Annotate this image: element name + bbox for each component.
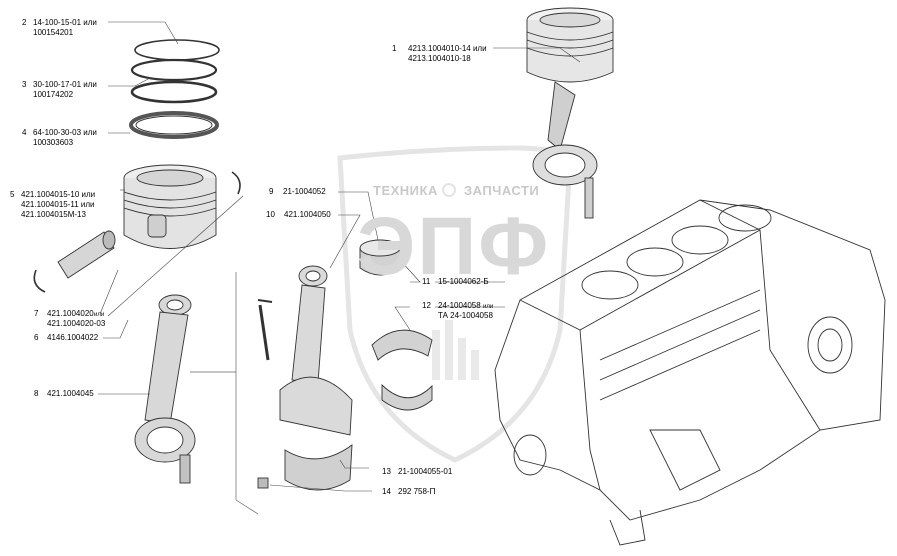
part-5-code-1: 421.1004015-10 или bbox=[21, 190, 96, 199]
part-12-code-2: ТА 24-1004058 bbox=[438, 311, 493, 320]
connecting-rod-10 bbox=[257, 265, 353, 491]
piston-rings bbox=[129, 39, 220, 139]
part-1-code-2: 4213.1004010-18 bbox=[408, 54, 471, 63]
part-4-code-1: 64-100-30-03 или bbox=[33, 128, 97, 137]
part-3-code-1: 30-100-17-01 или bbox=[33, 80, 97, 89]
piston-pin bbox=[33, 171, 241, 293]
leader-lines bbox=[98, 21, 581, 492]
part-12-code-1-suffix: или bbox=[483, 304, 494, 310]
part-9-code-1: 21-1004052 bbox=[283, 187, 326, 196]
part-4-code-2: 100303603 bbox=[33, 138, 74, 147]
watermark-text-left: ТЕХНИКА bbox=[373, 183, 438, 198]
callout-number-14: 14 bbox=[382, 487, 391, 496]
part-2-code-1: 14-100-15-01 или bbox=[33, 18, 97, 27]
part-11-code-1: 15-1004062-Б bbox=[438, 277, 489, 286]
callout-number-6: 6 bbox=[34, 333, 39, 342]
watermark-chart-icon bbox=[432, 320, 479, 380]
callout-number-4: 4 bbox=[22, 128, 27, 137]
watermark-text-right: ЗАПЧАСТИ bbox=[464, 183, 540, 198]
callout-number-7: 7 bbox=[34, 309, 39, 318]
part-7-code-1: 421.1004020 bbox=[47, 309, 94, 318]
part-2-code-2: 100154201 bbox=[33, 28, 74, 37]
part-5-code-2: 421.1004015-11 или bbox=[21, 200, 95, 209]
part-10-code-1: 421.1004050 bbox=[284, 210, 331, 219]
callout-number-8: 8 bbox=[34, 389, 39, 398]
bracket-lines bbox=[190, 272, 259, 515]
callout-number-13: 13 bbox=[382, 467, 391, 476]
watermark-shield bbox=[337, 145, 573, 463]
part-1-code-1: 4213.1004010-14 или bbox=[408, 44, 487, 53]
callout-number-2: 2 bbox=[22, 18, 27, 27]
part-6-code-1: 4146.1004022 bbox=[47, 333, 99, 342]
part-8-code-1: 421.1004045 bbox=[47, 389, 94, 398]
part-7-code-2: 421.1004020-03 bbox=[47, 319, 106, 328]
piston-assembly-1 bbox=[526, 7, 614, 219]
engine-block bbox=[494, 199, 886, 546]
watermark-logo-text: ЭПФ bbox=[357, 201, 551, 292]
bushing-and-bearings bbox=[359, 239, 433, 411]
callout-number-12: 12 bbox=[422, 301, 431, 310]
gear-icon bbox=[442, 183, 456, 197]
piston-5 bbox=[123, 164, 217, 249]
part-5-code-3: 421.1004015М-13 bbox=[21, 210, 86, 219]
callout-number-1: 1 bbox=[392, 44, 397, 53]
callout-number-11: 11 bbox=[422, 277, 431, 286]
callout-number-5: 5 bbox=[10, 190, 15, 199]
callout-number-10: 10 bbox=[266, 210, 275, 219]
part-14-code-1: 292 758-П bbox=[398, 487, 436, 496]
callout-number-9: 9 bbox=[269, 187, 274, 196]
connecting-rod-8 bbox=[134, 294, 196, 484]
part-13-code-1: 21-1004055-01 bbox=[398, 467, 453, 476]
callout-number-3: 3 bbox=[22, 80, 27, 89]
part-7-code-1-suffix: или bbox=[94, 312, 105, 318]
part-12-code-1: 24-1004058 bbox=[438, 301, 481, 310]
part-3-code-2: 100174202 bbox=[33, 90, 74, 99]
